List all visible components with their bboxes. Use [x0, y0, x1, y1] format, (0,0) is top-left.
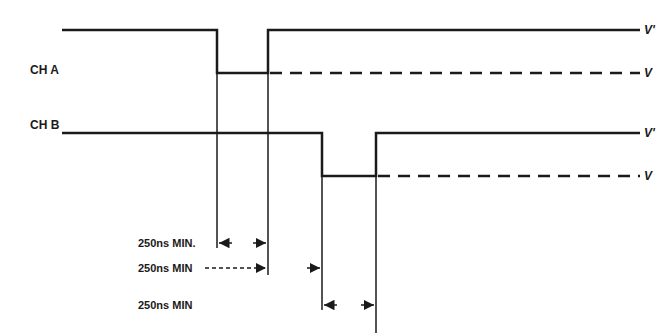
level-name: V: [644, 170, 652, 182]
dimension-arrows: [205, 243, 374, 305]
level-name: V': [644, 24, 655, 36]
channel-a-low: [270, 72, 640, 75]
dimension-arrow: [324, 304, 337, 306]
channel-b-wave: [62, 133, 640, 176]
level-name: V: [644, 67, 652, 79]
channel-a-wave: [62, 30, 640, 73]
timing-dimension: 250ns MIN.: [138, 238, 195, 249]
extension-line: [375, 176, 377, 333]
channel-b-low: [378, 175, 640, 178]
channel-name: CH B: [30, 119, 59, 131]
dimension-arrow: [307, 267, 320, 269]
leader-arrow: [205, 267, 266, 269]
extension-lines: [217, 73, 376, 333]
dimension-arrow: [253, 242, 266, 244]
timing-dimension: 250ns MIN: [138, 263, 192, 274]
extension-line: [216, 73, 218, 248]
extension-line: [321, 176, 323, 310]
dimension-arrow: [219, 242, 232, 244]
signal-lines: [62, 30, 640, 176]
level-name: V': [644, 127, 655, 139]
extension-line: [267, 73, 269, 275]
low-level-lines: [270, 73, 640, 176]
timing-dimension: 250ns MIN: [138, 300, 192, 311]
dimension-arrow: [361, 304, 374, 306]
channel-name: CH A: [30, 64, 59, 76]
